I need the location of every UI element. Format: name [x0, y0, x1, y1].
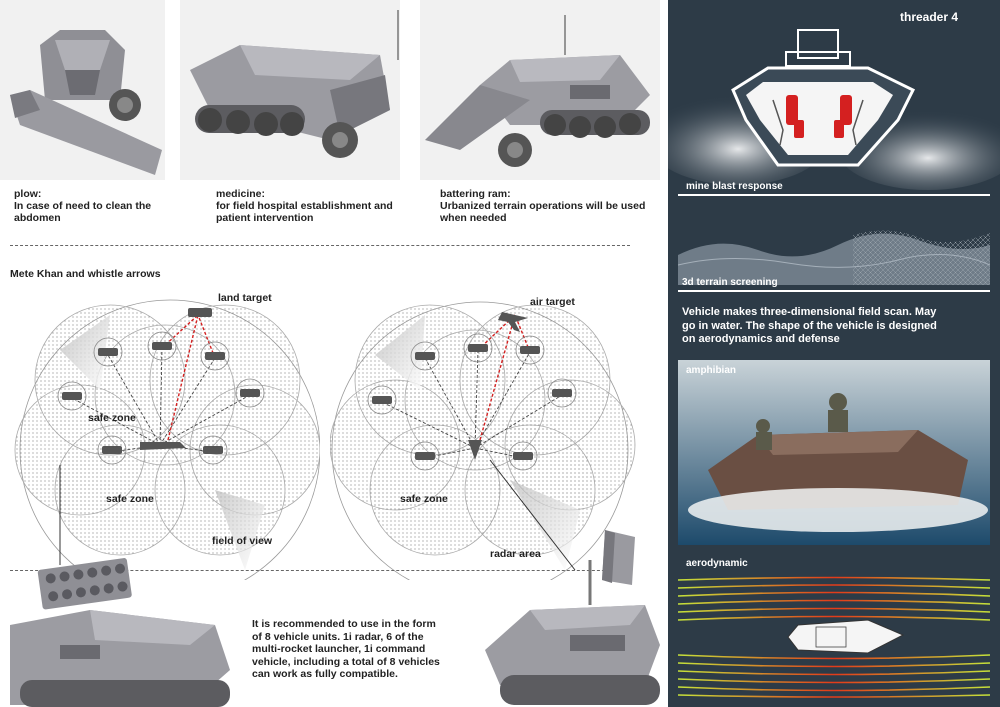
land-target-label: land target — [218, 292, 272, 304]
recommendation-line: It is recommended to use in the form — [252, 618, 436, 630]
caption-plow: plow: In case of need to clean the abdom… — [14, 188, 151, 224]
section-divider — [10, 245, 630, 246]
air-target-label: air target — [530, 296, 575, 308]
recommendation-line: vehicle, including a total of 8 vehicles — [252, 655, 440, 668]
aerodynamic-flow-illustration — [678, 576, 990, 698]
description-line: go in water. The shape of the vehicle is… — [682, 319, 937, 332]
right-sidebar: threader 4 mine blast response — [668, 0, 1000, 707]
amphibian-photo — [678, 360, 990, 545]
caption-line: for field hospital establishment and — [216, 200, 393, 212]
caption-title: battering ram: — [440, 188, 511, 200]
radar-vehicle-render — [470, 525, 660, 707]
battering-ram-vehicle-render — [420, 0, 660, 180]
aerodynamic-label: aerodynamic — [686, 558, 748, 569]
terrain-label: 3d terrain screening — [682, 277, 778, 288]
air-target-diagram — [330, 301, 636, 580]
mine-blast-label: mine blast response — [686, 181, 783, 192]
recommendation-text: It is recommended to use in the form of … — [252, 618, 440, 681]
sidebar-title: threader 4 — [900, 10, 959, 24]
caption-title: medicine: — [216, 188, 266, 200]
caption-line: when needed — [440, 212, 507, 224]
recommendation-line: of 8 vehicle units. 1i radar, 6 of the — [252, 630, 424, 643]
medicine-vehicle-render — [180, 0, 400, 180]
safe-zone-label: safe zone — [400, 493, 448, 505]
caption-line: patient intervention — [216, 212, 314, 224]
caption-line: abdomen — [14, 212, 61, 224]
safe-zone-label: safe zone — [88, 412, 136, 424]
plow-vehicle-render — [0, 0, 165, 180]
divider — [678, 290, 990, 292]
caption-line: In case of need to clean the — [14, 200, 152, 212]
description-line: on aerodynamics and defense — [682, 333, 840, 345]
divider — [678, 194, 990, 196]
amphibian-label: amphibian — [686, 365, 737, 376]
section-divider — [10, 570, 630, 571]
caption-medicine: medicine: for field hospital establishme… — [216, 188, 393, 224]
mine-blast-illustration — [668, 29, 1000, 190]
caption-title: plow: — [14, 188, 42, 200]
recommendation-line: can work as fully compatible. — [252, 668, 398, 680]
section-title: Mete Khan and whistle arrows — [10, 268, 161, 280]
safe-zone-label: safe zone — [106, 493, 154, 505]
sidebar-description: Vehicle makes three-dimensional field sc… — [682, 306, 937, 347]
caption-battering-ram: battering ram: Urbanized terrain operati… — [440, 188, 645, 224]
radar-area-label: radar area — [490, 548, 541, 560]
field-of-view-label: field of view — [212, 535, 273, 547]
recommendation-line: multi-rocket launcher, 1i command — [252, 643, 426, 655]
caption-line: Urbanized terrain operations will be use… — [440, 200, 646, 212]
land-target-diagram — [14, 299, 320, 580]
rocket-launcher-vehicle-render — [0, 545, 240, 707]
terrain-scan-illustration — [678, 230, 990, 285]
description-line: Vehicle makes three-dimensional field sc… — [682, 306, 937, 318]
